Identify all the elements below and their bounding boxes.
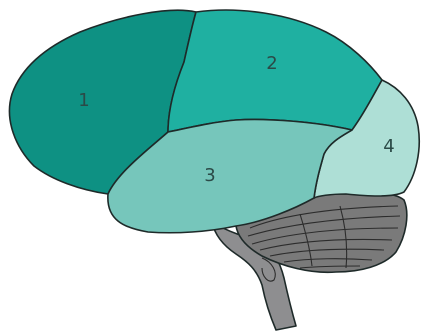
region-3-label: 3 [204, 165, 215, 186]
region-4-label: 4 [383, 136, 394, 157]
region-1-label: 1 [78, 90, 89, 111]
region-2-label: 2 [266, 53, 277, 74]
